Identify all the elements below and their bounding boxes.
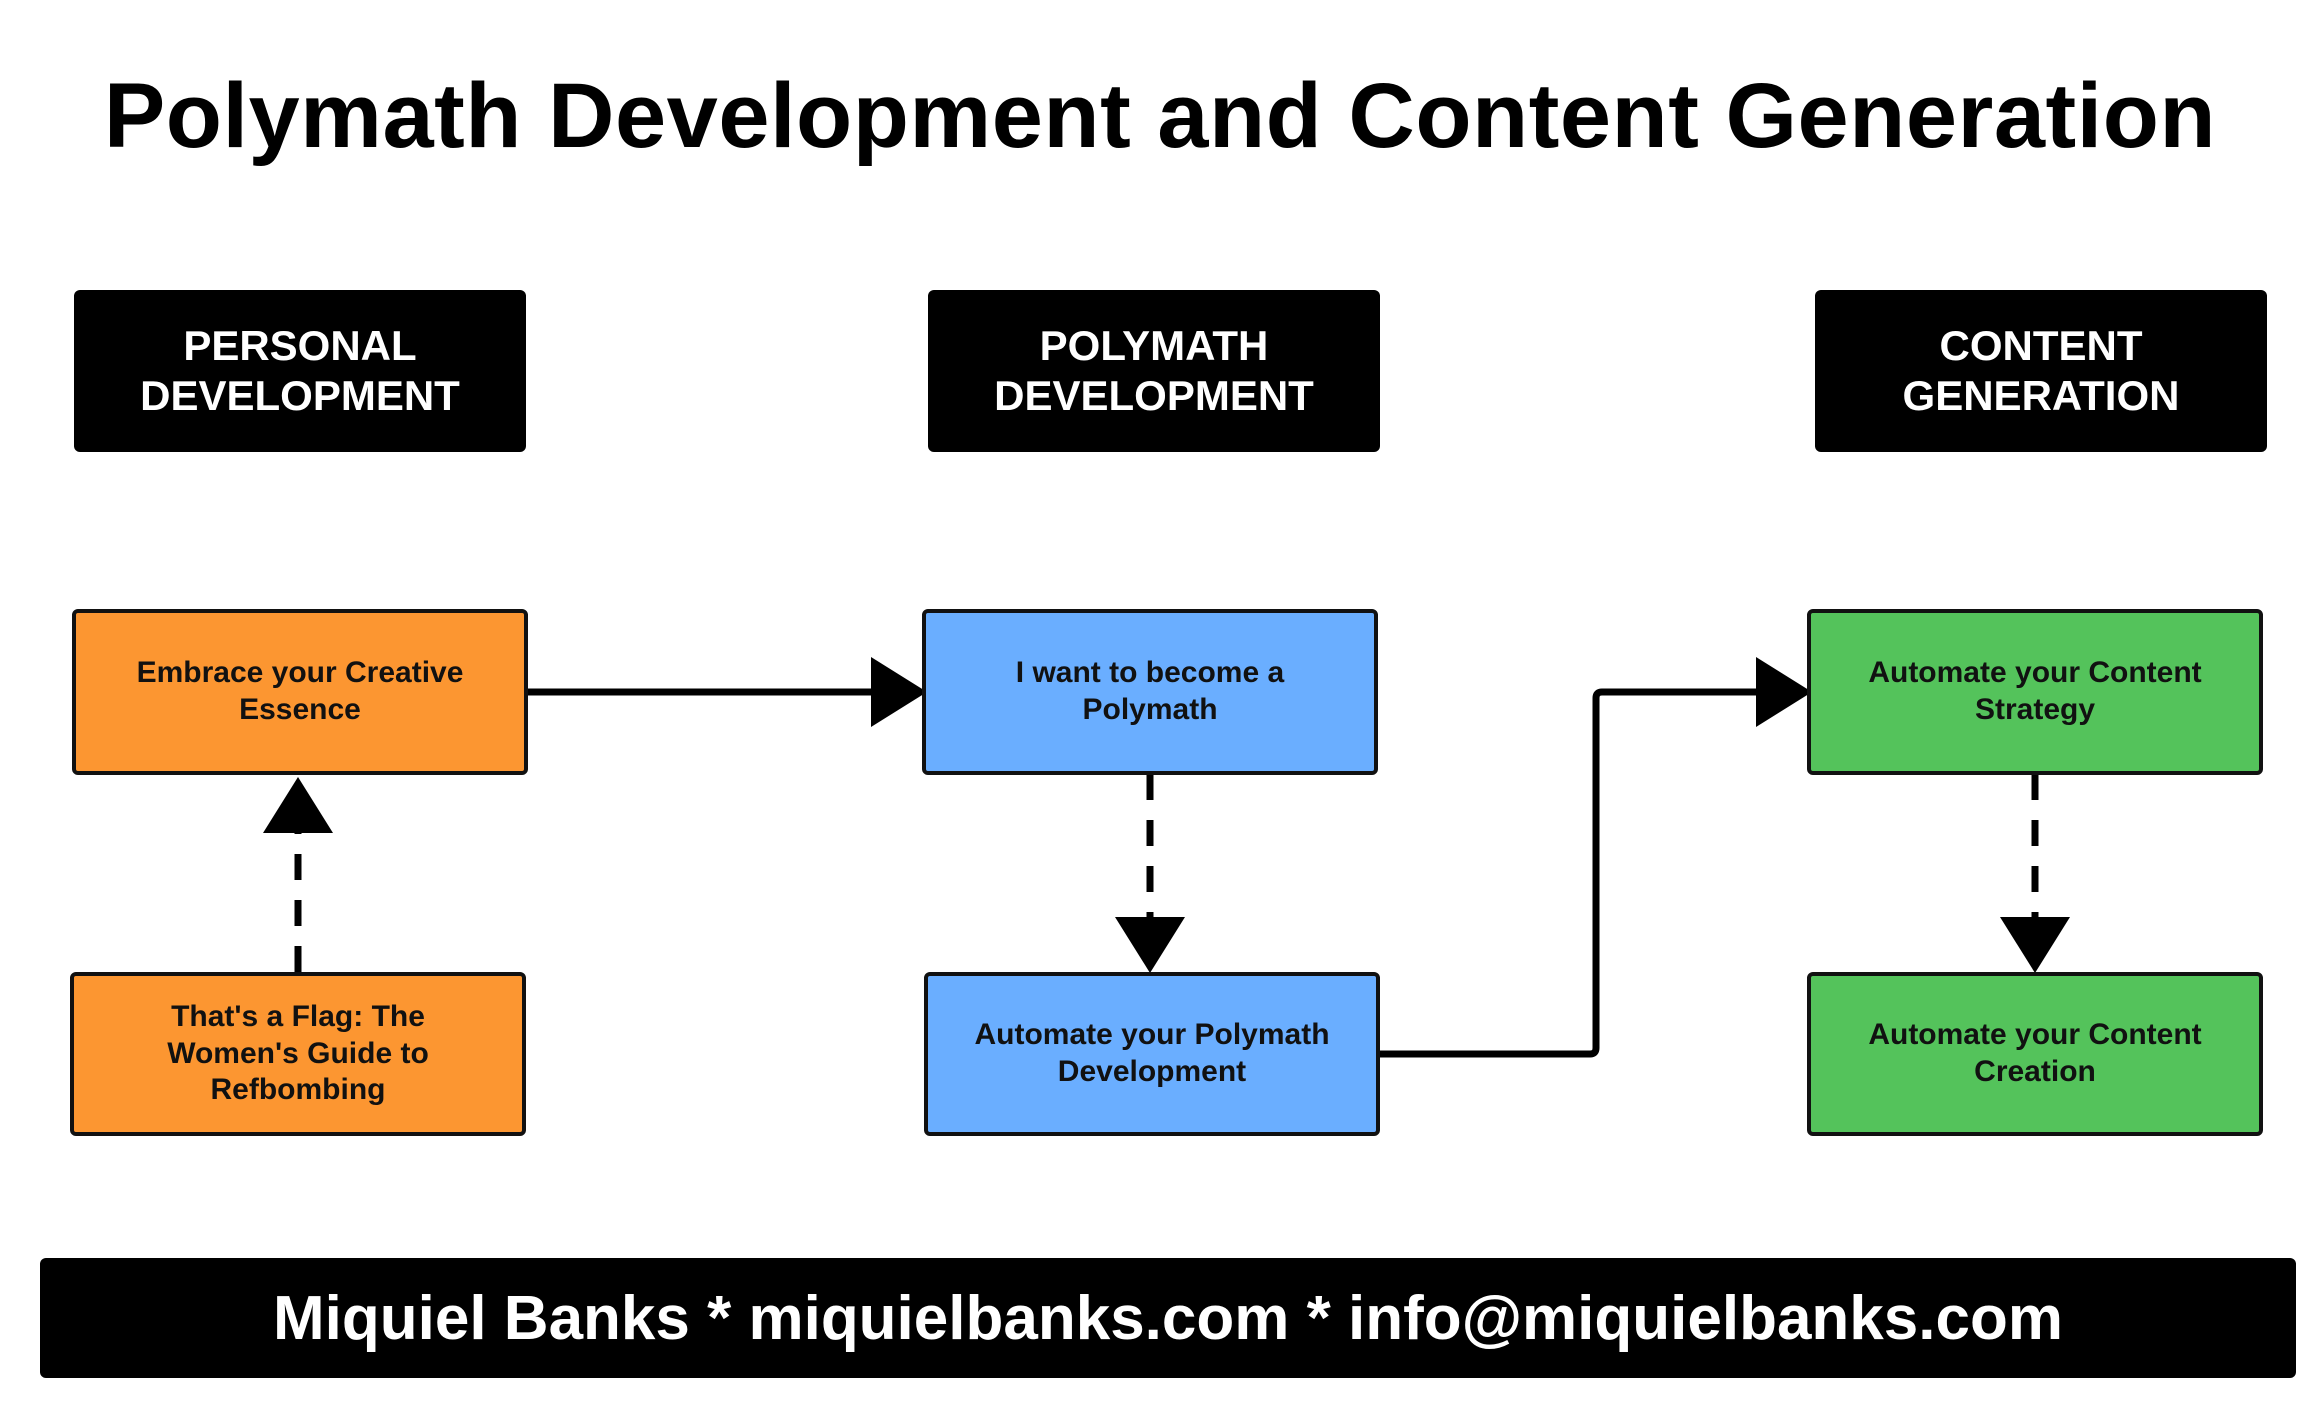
node-flag-label: That's a Flag: The Women's Guide to Refb… <box>167 1000 429 1107</box>
diagram-title: Polymath Development and Content Generat… <box>103 65 2217 167</box>
node-embrace-creative-essence: Embrace your Creative Essence <box>72 609 528 775</box>
node-content-creation-label: Automate your Content Creation <box>1868 1018 2202 1088</box>
header-polymath-line2: DEVELOPMENT <box>994 372 1314 419</box>
footer-contact-banner: Miquiel Banks * miquielbanks.com * info@… <box>40 1258 2296 1378</box>
node-embrace-label: Embrace your Creative Essence <box>136 656 464 726</box>
header-personal-development: PERSONAL DEVELOPMENT <box>74 290 526 452</box>
node-automate-polymath-development: Automate your Polymath Development <box>924 972 1380 1136</box>
header-content-generation: CONTENT GENERATION <box>1815 290 2267 452</box>
node-automate-polymath-label: Automate your Polymath Development <box>974 1018 1330 1088</box>
node-become-polymath: I want to become a Polymath <box>922 609 1378 775</box>
node-polymath-label: I want to become a Polymath <box>1015 656 1285 726</box>
node-thats-a-flag: That's a Flag: The Women's Guide to Refb… <box>70 972 526 1136</box>
header-content-line1: CONTENT <box>1939 321 2143 369</box>
header-personal-line2: DEVELOPMENT <box>140 372 460 419</box>
node-automate-content-creation: Automate your Content Creation <box>1807 972 2263 1136</box>
arrow-automate-polymath-to-content-strategy <box>1379 657 1812 1058</box>
header-personal-line1: PERSONAL <box>183 321 417 369</box>
header-polymath-line1: POLYMATH <box>1039 321 1269 369</box>
footer-text: Miquiel Banks * miquielbanks.com * info@… <box>273 1283 2063 1353</box>
node-content-strategy-label: Automate your Content Strategy <box>1868 656 2202 726</box>
header-content-line2: GENERATION <box>1902 372 2180 419</box>
node-automate-content-strategy: Automate your Content Strategy <box>1807 609 2263 775</box>
header-polymath-development: POLYMATH DEVELOPMENT <box>928 290 1380 452</box>
